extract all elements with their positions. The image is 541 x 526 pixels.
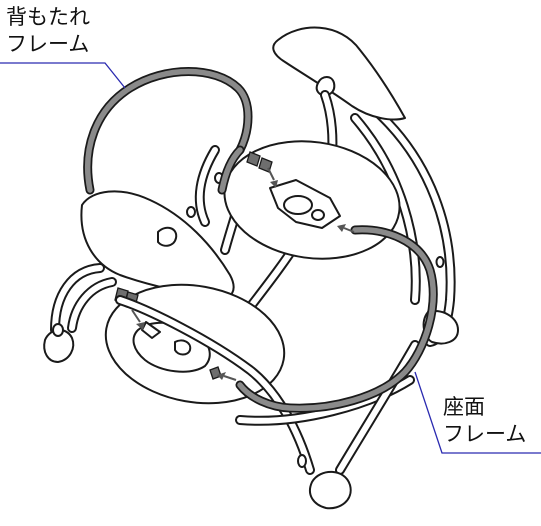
backrest-frame [83,67,253,195]
backrest-frame-label: 背もたれ フレーム [6,4,90,58]
front-support-arc [115,295,415,475]
rear-diagonal-leg [335,340,420,475]
rear-headrest-pad [272,26,406,121]
front-cradle-arc [50,263,117,335]
backrest-side-tube [194,145,220,227]
insertion-arrows [131,167,355,381]
seat-leader-line [414,371,541,454]
seat-frame-label-line2: フレーム [443,422,527,446]
seat-frame [235,225,438,413]
seat-frame-label-line1: 座面 [443,395,485,419]
backrest-frame-label-line2: フレーム [6,32,90,56]
bottom-foot-pad [297,454,352,510]
leader-lines [0,62,541,454]
backrest-frame-label-line1: 背もたれ [6,5,90,29]
left-foot-pad [43,323,75,363]
backrest-leader-line [0,62,126,89]
seat-frame-label: 座面 フレーム [443,394,526,448]
